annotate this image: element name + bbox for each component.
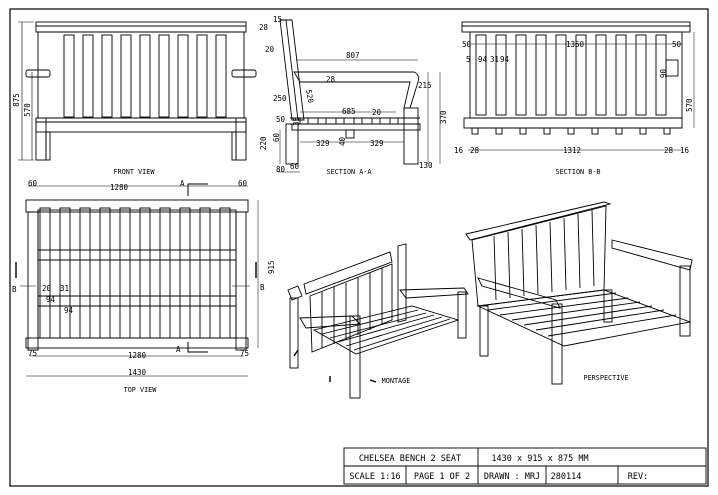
aa-dim-329b: 329 xyxy=(370,139,384,148)
aa-dim-370: 370 xyxy=(439,110,448,124)
aa-dim-807: 807 xyxy=(346,51,360,60)
title-block-page: PAGE 1 OF 2 xyxy=(414,472,470,482)
marker-b-left: B xyxy=(12,285,17,294)
front-view-label: FRONT VIEW xyxy=(114,168,156,176)
sheet-border xyxy=(9,8,709,487)
aa-dim-130: 130 xyxy=(419,161,433,170)
perspective-view xyxy=(465,201,693,385)
top-dim-75a: 75 xyxy=(28,349,37,358)
top-dim-94b: 94 xyxy=(64,306,74,315)
title-block-drawn: DRAWN : MRJ xyxy=(484,472,540,482)
top-dim-94a: 94 xyxy=(46,295,56,304)
front-dim-570: 570 xyxy=(23,103,32,117)
bb-dim-50b: 50 xyxy=(672,40,682,49)
aa-dim-215: 215 xyxy=(418,81,432,90)
bb-dim-16b: 16 xyxy=(680,146,690,155)
top-dim-1280b: 1280 xyxy=(128,351,147,360)
top-dim-60a: 60 xyxy=(28,179,38,188)
aa-dim-35: 35 xyxy=(292,117,301,126)
aa-dim-520: 520 xyxy=(304,89,315,104)
section-aa xyxy=(278,19,441,173)
bb-dim-94b: 94 xyxy=(500,55,510,64)
aa-dim-329a: 329 xyxy=(316,139,330,148)
marker-a-bottom: A xyxy=(176,345,181,354)
aa-dim-28: 28 xyxy=(259,23,269,32)
bb-dim-1312: 1312 xyxy=(563,146,581,155)
section-bb xyxy=(461,21,695,151)
top-dim-75b: 75 xyxy=(240,349,249,358)
aa-dim-20: 20 xyxy=(265,45,275,54)
bb-dim-570: 570 xyxy=(685,98,694,112)
top-dim-915: 915 xyxy=(267,260,276,274)
front-view xyxy=(18,21,257,161)
marker-a-top: A xyxy=(180,179,185,188)
title-block-scale: SCALE 1:16 xyxy=(349,472,400,482)
top-view xyxy=(15,183,259,377)
bb-dim-16a: 16 xyxy=(454,146,464,155)
top-dim-1280: 1280 xyxy=(110,183,129,192)
front-dim-875: 875 xyxy=(12,93,21,107)
montage-view xyxy=(287,243,469,399)
bb-dim-50a: 50 xyxy=(462,40,472,49)
bb-dim-5: 5 xyxy=(466,55,471,64)
aa-dim-685: 685 xyxy=(342,107,356,116)
marker-b-right: B xyxy=(260,283,265,292)
aa-dim-60b: 60 xyxy=(290,162,300,171)
title-block-title: CHELSEA BENCH 2 SEAT xyxy=(359,454,461,464)
section-bb-label: SECTION B-B xyxy=(555,168,600,176)
bb-dim-31: 31 xyxy=(490,55,499,64)
title-block-size: 1430 x 915 x 875 MM xyxy=(491,454,588,464)
aa-dim-80: 80 xyxy=(276,165,286,174)
bb-dim-94a: 94 xyxy=(478,55,488,64)
aa-dim-50: 50 xyxy=(276,115,286,124)
aa-dim-15: 15 xyxy=(273,15,282,24)
aa-dim-28b: 28 xyxy=(326,75,336,84)
title-block-date: 280114 xyxy=(551,472,582,482)
section-aa-label: SECTION A-A xyxy=(326,168,371,176)
bb-dim-1360: 1360 xyxy=(566,40,585,49)
top-dim-20: 20 xyxy=(42,284,52,293)
bb-dim-28a: 28 xyxy=(470,146,480,155)
aa-dim-40: 40 xyxy=(338,136,347,146)
bb-dim-90: 90 xyxy=(659,68,668,78)
top-view-label: TOP VIEW xyxy=(124,386,158,394)
aa-dim-20b: 20 xyxy=(372,108,382,117)
aa-dim-60: 60 xyxy=(272,132,281,142)
perspective-label: PERSPECTIVE xyxy=(583,374,628,382)
title-block-rev: REV: xyxy=(628,472,648,482)
top-dim-31: 31 xyxy=(60,284,69,293)
bb-dim-28b: 28 xyxy=(664,146,674,155)
top-dim-1430: 1430 xyxy=(128,368,147,377)
aa-dim-250: 250 xyxy=(273,94,287,103)
top-dim-60b: 60 xyxy=(238,179,248,188)
aa-dim-220: 220 xyxy=(259,136,268,150)
title-block xyxy=(343,447,707,485)
montage-label: MONTAGE xyxy=(382,377,411,385)
